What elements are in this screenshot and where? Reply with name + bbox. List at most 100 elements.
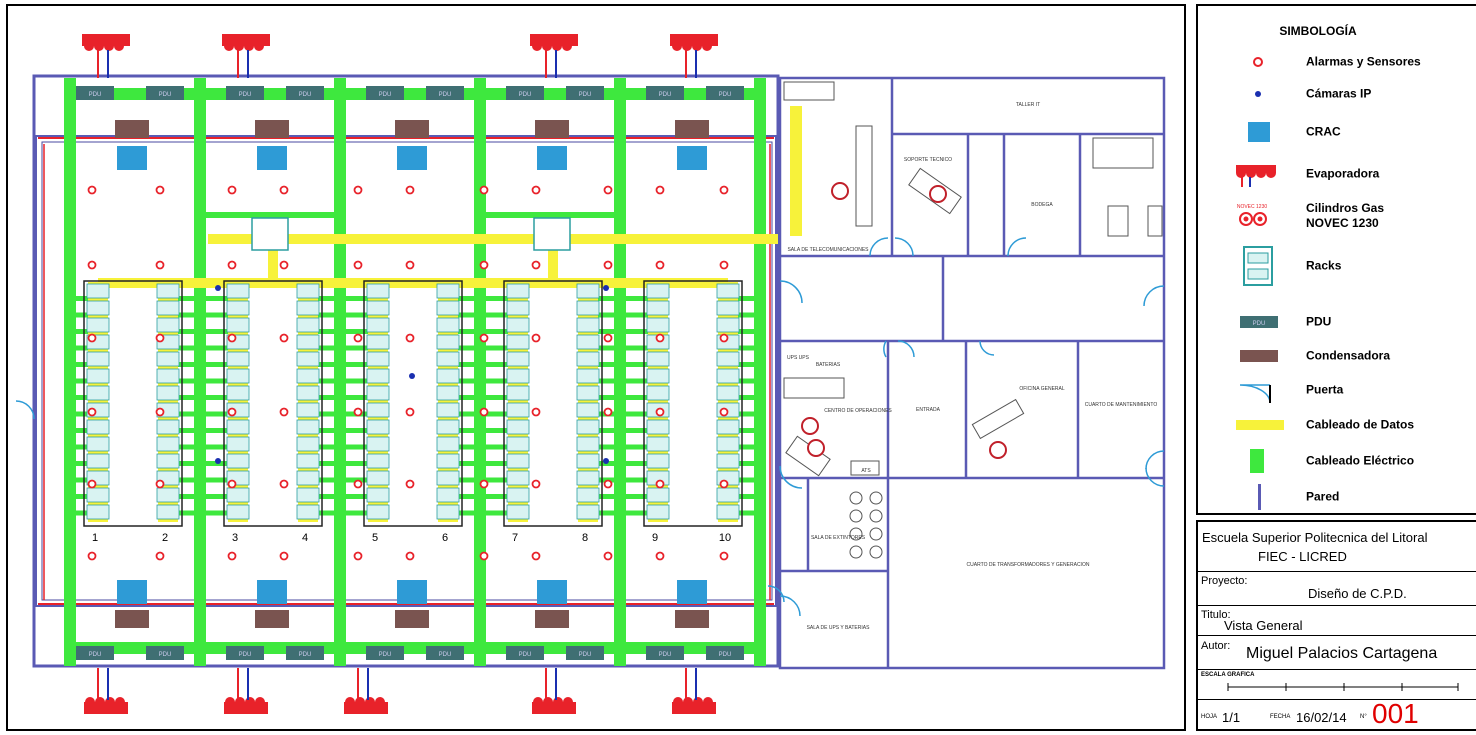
alarm-sensor: [155, 479, 165, 489]
electric-rack-tap: [340, 428, 368, 433]
electric-rack-tap: [450, 444, 480, 450]
pdu-label: PDU: [579, 652, 592, 658]
svg-text:NOVEC 1230: NOVEC 1230: [1237, 204, 1268, 210]
alarm-sensor: [719, 551, 729, 561]
rack-unit: [156, 385, 180, 401]
electric-rack-tap: [176, 461, 200, 466]
alarm-sensor: [603, 260, 613, 270]
electric-rack-tap: [450, 296, 480, 301]
alarm-sensor: [87, 333, 97, 343]
legend-item: Condensadora: [1198, 341, 1476, 371]
rack-unit: [226, 351, 250, 367]
rack-unit: [296, 402, 320, 418]
electric-rack-tap: [310, 444, 340, 450]
rack-unit: [86, 385, 110, 401]
electric-rack-tap: [620, 461, 648, 466]
rack-unit: [646, 436, 670, 452]
ip-camera: [215, 285, 221, 291]
pdu-label: PDU: [439, 92, 452, 98]
legend-label: Cableado Eléctrico: [1306, 453, 1415, 468]
pdu-icon: PDU: [1218, 307, 1278, 337]
rack-unit: [156, 487, 180, 503]
data-drop: [548, 234, 558, 284]
rack-unit: [506, 334, 530, 350]
electric-rack-tap: [176, 411, 200, 417]
alarm-sensor: [531, 407, 541, 417]
room-bodega: BODEGA: [1031, 202, 1053, 208]
electric-rack-tap: [310, 329, 340, 334]
evaporator-fan: [672, 46, 712, 51]
alarm-sensor: [719, 260, 729, 270]
data-main-tray: [98, 278, 728, 288]
rack-unit: [156, 351, 180, 367]
alarm-sensor: [479, 551, 489, 561]
alarm-sensor: [655, 407, 665, 417]
rack-unit: [366, 487, 390, 503]
rack-unit: [716, 504, 740, 520]
rack-unit: [156, 300, 180, 316]
electric-rack-tap: [480, 494, 508, 499]
legend-label: Alarmas y Sensores: [1306, 54, 1421, 69]
rack-unit: [436, 385, 460, 401]
room-taller: TALLER IT: [1016, 102, 1040, 108]
room-baterias-top: BATERIAS: [816, 362, 841, 368]
electric-rack-tap: [310, 428, 340, 433]
electric-rack-tap: [480, 444, 508, 450]
pdu-label: PDU: [379, 92, 392, 98]
number-label: N°: [1360, 714, 1367, 720]
sheet-value: 1/1: [1222, 710, 1241, 725]
electric-rack-tap: [730, 345, 760, 351]
alarm-sensor: [353, 185, 363, 195]
alarm-sensor: [155, 551, 165, 561]
rack-row-frame: [83, 280, 183, 527]
alarm-sensor: [155, 333, 165, 343]
rack-unit: [366, 334, 390, 350]
rack-icon: [1218, 246, 1273, 286]
electric-vertical-run: [64, 78, 76, 666]
alarm-sensor-icon: [1218, 47, 1268, 77]
alarm-sensor: [655, 551, 665, 561]
rack-unit: [646, 487, 670, 503]
electric-rack-tap: [340, 296, 368, 301]
rack-number-8: 8: [582, 532, 588, 544]
pdu-label: PDU: [239, 92, 252, 98]
electric-rack-tap: [620, 411, 648, 417]
crac-unit: [117, 146, 147, 170]
electric-rack-tap: [450, 329, 480, 334]
rack-unit: [576, 402, 600, 418]
electric-rack-tap: [340, 378, 368, 384]
rack-unit: [646, 368, 670, 384]
alarm-sensor: [655, 185, 665, 195]
rack-unit: [86, 419, 110, 435]
legend-label: CRAC: [1306, 124, 1341, 139]
legend-item: Evaporadora: [1198, 159, 1476, 189]
rack-unit: [646, 283, 670, 299]
evaporator-fan: [84, 46, 124, 51]
electric-rack-tap: [176, 378, 200, 384]
pdu-unit: [706, 86, 744, 100]
electric-rack-tap: [340, 362, 368, 367]
rack-unit: [716, 317, 740, 333]
electric-rack-tap: [200, 494, 228, 499]
rack-unit: [506, 385, 530, 401]
electric-rack-tap: [590, 296, 620, 301]
rack-unit: [86, 504, 110, 520]
rack-unit: [156, 317, 180, 333]
evaporator-fan: [85, 697, 125, 702]
date-value: 16/02/14: [1296, 710, 1347, 725]
electric-rack-tap: [200, 461, 228, 466]
author-label: Autor:: [1201, 640, 1231, 652]
rack-unit: [576, 368, 600, 384]
alarm-sensor: [531, 260, 541, 270]
electric-rack-tap: [176, 494, 200, 499]
pdu-unit: [646, 646, 684, 660]
electric-rack-tap: [200, 362, 228, 367]
title-value: Vista General: [1224, 618, 1303, 633]
data-cabling-icon: [1218, 410, 1284, 440]
legend-label: Cilindros Gas NOVEC 1230: [1306, 201, 1385, 230]
legend-label: Cámaras IP: [1306, 86, 1372, 101]
pdu-unit: [506, 86, 544, 100]
legend-label: PDU: [1306, 314, 1332, 329]
condenser-unit: [675, 120, 709, 138]
alarm-sensor: [405, 407, 415, 417]
